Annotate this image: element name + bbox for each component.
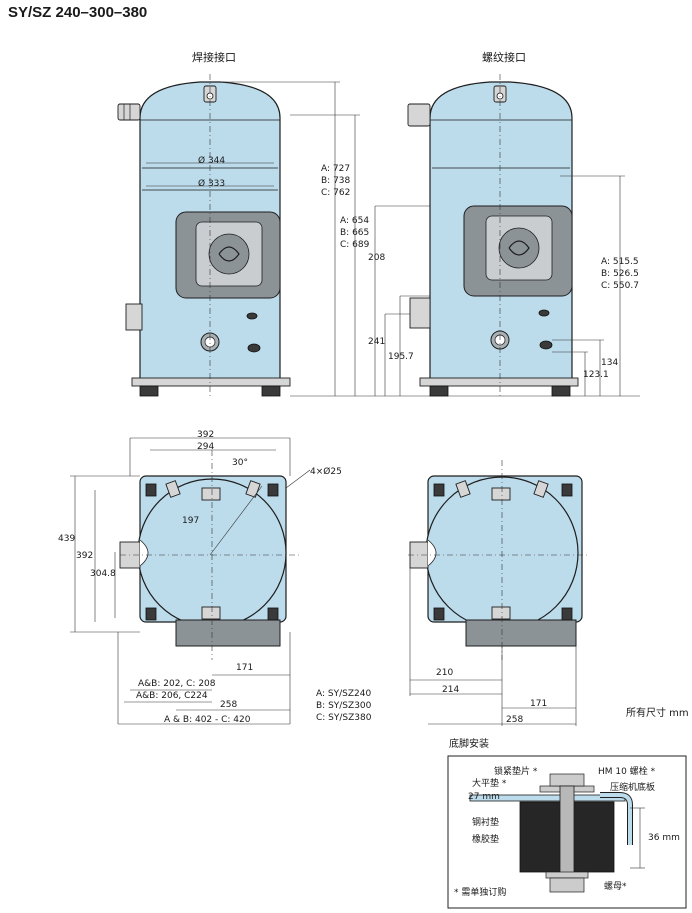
front-view-threaded: [407, 74, 579, 398]
dim-dia-333: Ø 333: [198, 179, 226, 189]
label-36mm: 36 mm: [648, 833, 680, 843]
dim-height-right-a: A: 515.5: [601, 257, 639, 267]
label-big-washer: 大平垫 *: [472, 779, 507, 789]
dim-ab-202: A&B: 202, C: 208: [138, 679, 216, 689]
dim-123-1: 123.1: [583, 370, 609, 380]
top-view-threaded: [408, 460, 590, 660]
dim-height-total-b: B: 738: [321, 176, 351, 186]
legend-b: B: SY/SZ300: [316, 701, 372, 711]
legend-c: C: SY/SZ380: [316, 713, 372, 723]
dim-214: 214: [442, 685, 460, 695]
dim-258-right: 258: [506, 715, 524, 725]
label-nut: 螺母*: [604, 882, 627, 892]
dim-width-392: 392: [197, 430, 215, 440]
dim-ab-402: A & B: 402 - C: 420: [164, 715, 251, 725]
dims-front-left: [146, 81, 640, 397]
dim-dia-344: Ø 344: [198, 156, 226, 166]
dim-height-right-b: B: 526.5: [601, 269, 639, 279]
label-bolt: HM 10 螺栓 *: [598, 767, 656, 777]
front-view-welded: [117, 74, 291, 398]
dim-208: 208: [368, 253, 386, 263]
dim-depth-392: 392: [76, 551, 94, 561]
dim-134: 134: [601, 358, 619, 368]
label-rubber: 橡胶垫: [472, 835, 500, 845]
top-view-welded: [119, 450, 300, 660]
heading-threaded: 螺纹接口: [482, 51, 526, 64]
dim-ab-206: A&B: 206, C224: [136, 691, 208, 701]
dim-171-left: 171: [236, 663, 254, 673]
dim-height-mid-a: A: 654: [340, 216, 370, 226]
dim-height-total-c: C: 762: [321, 188, 351, 198]
dim-210: 210: [436, 668, 454, 678]
label-27mm: 27 mm: [468, 792, 500, 802]
label-base-plate: 压缩机底板: [610, 783, 656, 793]
units-note: 所有尺寸 mm: [626, 708, 689, 719]
label-order-note: * 需单独订购: [454, 888, 507, 898]
dims-top-left: [70, 437, 311, 725]
dim-height-mid-c: C: 689: [340, 240, 370, 250]
label-lock-washer: 锁紧垫片 *: [494, 767, 538, 777]
mounting-heading: 底脚安装: [449, 739, 489, 750]
dim-241: 241: [368, 337, 386, 347]
dim-171-right: 171: [530, 699, 548, 709]
dim-258-left: 258: [220, 700, 238, 710]
dim-radius-197: 197: [182, 516, 200, 526]
dim-depth-439: 439: [58, 534, 76, 544]
dims-top-right: [409, 568, 577, 726]
dim-holes: 4×Ø25: [310, 467, 342, 477]
dim-width-294: 294: [197, 442, 215, 452]
mounting-detail: [447, 755, 687, 909]
label-steel-sleeve: 钢衬垫: [472, 818, 500, 828]
dim-height-total-a: A: 727: [321, 164, 351, 174]
dim-angle: 30°: [232, 458, 248, 468]
dims-front-right: [552, 175, 625, 396]
page-title: SY/SZ 240–300–380: [8, 4, 148, 21]
dim-304-8: 304.8: [90, 569, 116, 579]
dim-height-right-c: C: 550.7: [601, 281, 639, 291]
heading-welded: 焊接接口: [192, 51, 236, 64]
dim-195-7: 195.7: [388, 352, 414, 362]
legend-a: A: SY/SZ240: [316, 689, 372, 699]
dim-height-mid-b: B: 665: [340, 228, 370, 238]
